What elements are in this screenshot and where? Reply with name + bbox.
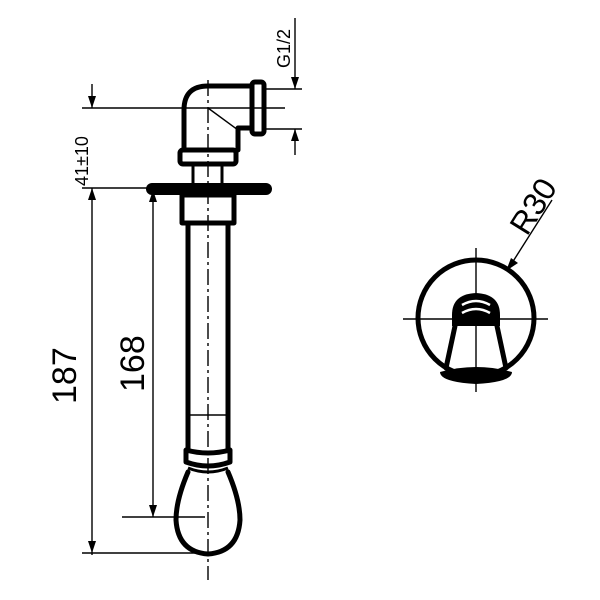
wall-flange xyxy=(146,183,272,195)
spout-outlet-front xyxy=(440,367,512,384)
elbow-collar xyxy=(177,147,239,167)
elbow-miter-line xyxy=(207,107,239,131)
elbow-fitting xyxy=(177,79,267,183)
radius-leader-line xyxy=(511,199,553,264)
dimension-label-spout-length: 168 xyxy=(114,335,152,392)
front-view xyxy=(403,199,553,392)
flange-sleeve xyxy=(179,192,237,226)
spout-outlet xyxy=(173,447,243,557)
dimension-label-radius: R30 xyxy=(502,172,564,241)
dimension-label-overall-length: 187 xyxy=(46,347,84,404)
dimension-label-thread: G1/2 xyxy=(274,29,294,68)
spout-pipe xyxy=(185,220,231,453)
dimension-label-height: 41±10 xyxy=(72,136,92,186)
side-view xyxy=(146,79,272,580)
dimension-lines xyxy=(82,18,302,555)
